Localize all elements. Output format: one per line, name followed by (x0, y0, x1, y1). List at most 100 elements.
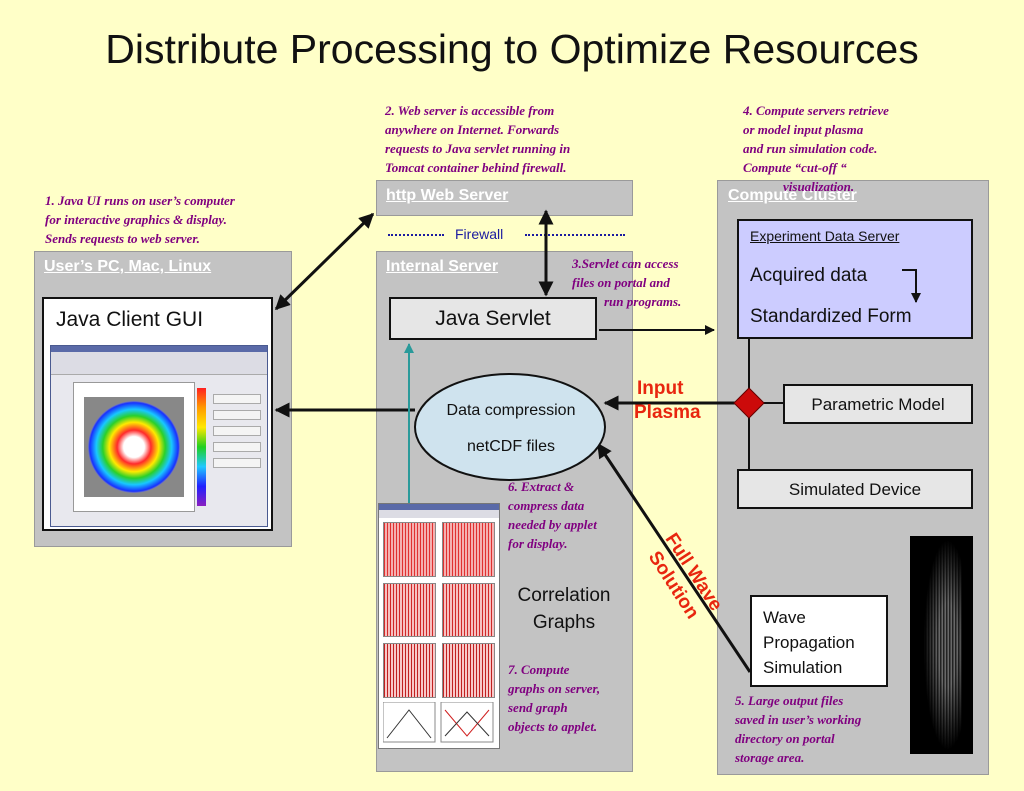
client-window-toolbar (51, 352, 267, 375)
graphs-window-titlebar (379, 504, 499, 510)
note-3-line: files on portal and (572, 275, 670, 290)
graph-grid (383, 522, 495, 698)
netcdf-files-label: netCDF files (466, 438, 556, 455)
client-control (213, 442, 261, 452)
correlation-plot (383, 643, 436, 698)
web-server-panel-title: http Web Server (386, 187, 509, 204)
wave-propagation-label: Wave Propagation Simulation (763, 605, 855, 680)
acquired-data-label: Acquired data (750, 265, 868, 286)
java-client-gui-label: Java Client GUI (56, 308, 204, 331)
note-1-line: for interactive graphics & display. (45, 212, 227, 227)
graphs-window-toolbar (379, 510, 499, 518)
client-control (213, 426, 261, 436)
note-5: 5. Large output files saved in user’s wo… (735, 691, 861, 767)
junction-diamond (733, 387, 765, 419)
note-7-line: send graph (508, 700, 568, 715)
compute-cluster-panel-title: Compute Cluster (728, 187, 857, 204)
web-server-panel (376, 180, 633, 216)
note-2-line: 2. Web server is accessible from (385, 103, 555, 118)
note-6-line: for display. (508, 536, 568, 551)
parametric-model-label: Parametric Model (811, 395, 945, 414)
simulated-device-label: Simulated Device (788, 480, 922, 499)
note-6-line: compress data (508, 498, 585, 513)
client-window-titlebar (51, 346, 267, 352)
note-4-line: Compute “cut-off “ (743, 160, 847, 175)
wave-propagation-line-1: Wave (763, 608, 806, 627)
correlation-graphs-label: Correlation Graphs (498, 582, 630, 636)
correlation-plot (383, 522, 436, 577)
correlation-graphs-line-2: Graphs (532, 612, 596, 633)
java-servlet-box: Java Servlet (389, 297, 597, 340)
note-5-line: saved in user’s working (735, 712, 862, 727)
arrow-full-wave (596, 442, 752, 673)
data-compression-ellipse (414, 373, 606, 481)
note-3-line: 3.Servlet can access (572, 256, 679, 271)
cutoff-rings (88, 401, 180, 493)
parametric-model-box: Parametric Model (783, 384, 973, 424)
experiment-data-server-title: Experiment Data Server (750, 228, 900, 244)
client-control (213, 410, 261, 420)
note-6-line: 6. Extract & (508, 479, 575, 494)
users-pc-panel-title: User’s PC, Mac, Linux (44, 258, 212, 275)
note-1: 1. Java UI runs on user’s computer for i… (45, 191, 235, 248)
experiment-data-server-box: Experiment Data Server Acquired data Sta… (737, 219, 973, 339)
wave-visualization-image (910, 536, 973, 754)
client-plot-frame (73, 382, 195, 512)
page-title: Distribute Processing to Optimize Resour… (105, 26, 919, 72)
input-plasma-label: Input Plasma (634, 377, 701, 425)
wave-propagation-line-3: Simulation (763, 658, 843, 677)
note-4-line: or model input plasma (743, 122, 864, 137)
note-3-line: run programs. (604, 294, 682, 309)
acquired-to-standardized-arrow (902, 269, 921, 303)
note-3: 3.Servlet can access files on portal and… (572, 254, 681, 311)
note-4-line: 4. Compute servers retrieve (743, 103, 889, 118)
note-2-line: Tomcat container behind firewall. (385, 160, 567, 175)
internal-server-panel-title: Internal Server (386, 258, 499, 275)
note-5-line: storage area. (735, 750, 805, 765)
input-plasma-line-2: Plasma (634, 402, 701, 423)
java-client-screenshot (50, 345, 268, 527)
note-5-line: directory on portal (735, 731, 835, 746)
firewall-line-right (525, 234, 625, 236)
note-7-line: graphs on server, (508, 681, 601, 696)
correlation-plot (383, 582, 436, 638)
correlation-plot (442, 643, 495, 698)
client-control (213, 458, 261, 468)
java-servlet-label: Java Servlet (435, 307, 551, 330)
note-7-line: objects to applet. (508, 719, 598, 734)
note-4: 4. Compute servers retrieve or model inp… (743, 101, 889, 196)
wave-fringes (914, 536, 962, 754)
note-4-line: and run simulation code. (743, 141, 878, 156)
client-colorbar (197, 388, 206, 506)
firewall-label: Firewall (455, 226, 504, 242)
note-5-line: 5. Large output files (735, 693, 844, 708)
note-6-line: needed by applet (508, 517, 597, 532)
note-2: 2. Web server is accessible from anywher… (385, 101, 570, 177)
wave-propagation-line-2: Propagation (763, 633, 855, 652)
input-plasma-line-1: Input (637, 378, 684, 399)
data-compression-label: Data compression (446, 402, 576, 419)
correlation-summary-plots (383, 702, 494, 743)
note-7: 7. Compute graphs on server, send graph … (508, 660, 600, 736)
cutoff-visualization (84, 397, 184, 497)
note-1-line: 1. Java UI runs on user’s computer (45, 193, 235, 208)
arrow-client-webserver (274, 212, 375, 311)
note-6: 6. Extract & compress data needed by app… (508, 477, 597, 553)
correlation-graphs-line-1: Correlation (517, 585, 611, 606)
simulated-device-box: Simulated Device (737, 469, 973, 509)
firewall-line-left (388, 234, 444, 236)
note-2-line: requests to Java servlet running in (385, 141, 571, 156)
client-control (213, 394, 261, 404)
note-7-line: 7. Compute (508, 662, 570, 677)
note-1-line: Sends requests to web server. (45, 231, 200, 246)
note-4-line: visualization. (783, 179, 855, 194)
correlation-graphs-screenshot (378, 503, 500, 749)
correlation-plot (442, 522, 495, 577)
client-controls (213, 388, 261, 506)
standardized-form-label: Standardized Form (750, 306, 912, 327)
java-client-gui-box: Java Client GUI (42, 297, 273, 531)
wave-propagation-box: Wave Propagation Simulation (750, 595, 888, 687)
correlation-plot (442, 582, 495, 638)
note-2-line: anywhere on Internet. Forwards (385, 122, 560, 137)
